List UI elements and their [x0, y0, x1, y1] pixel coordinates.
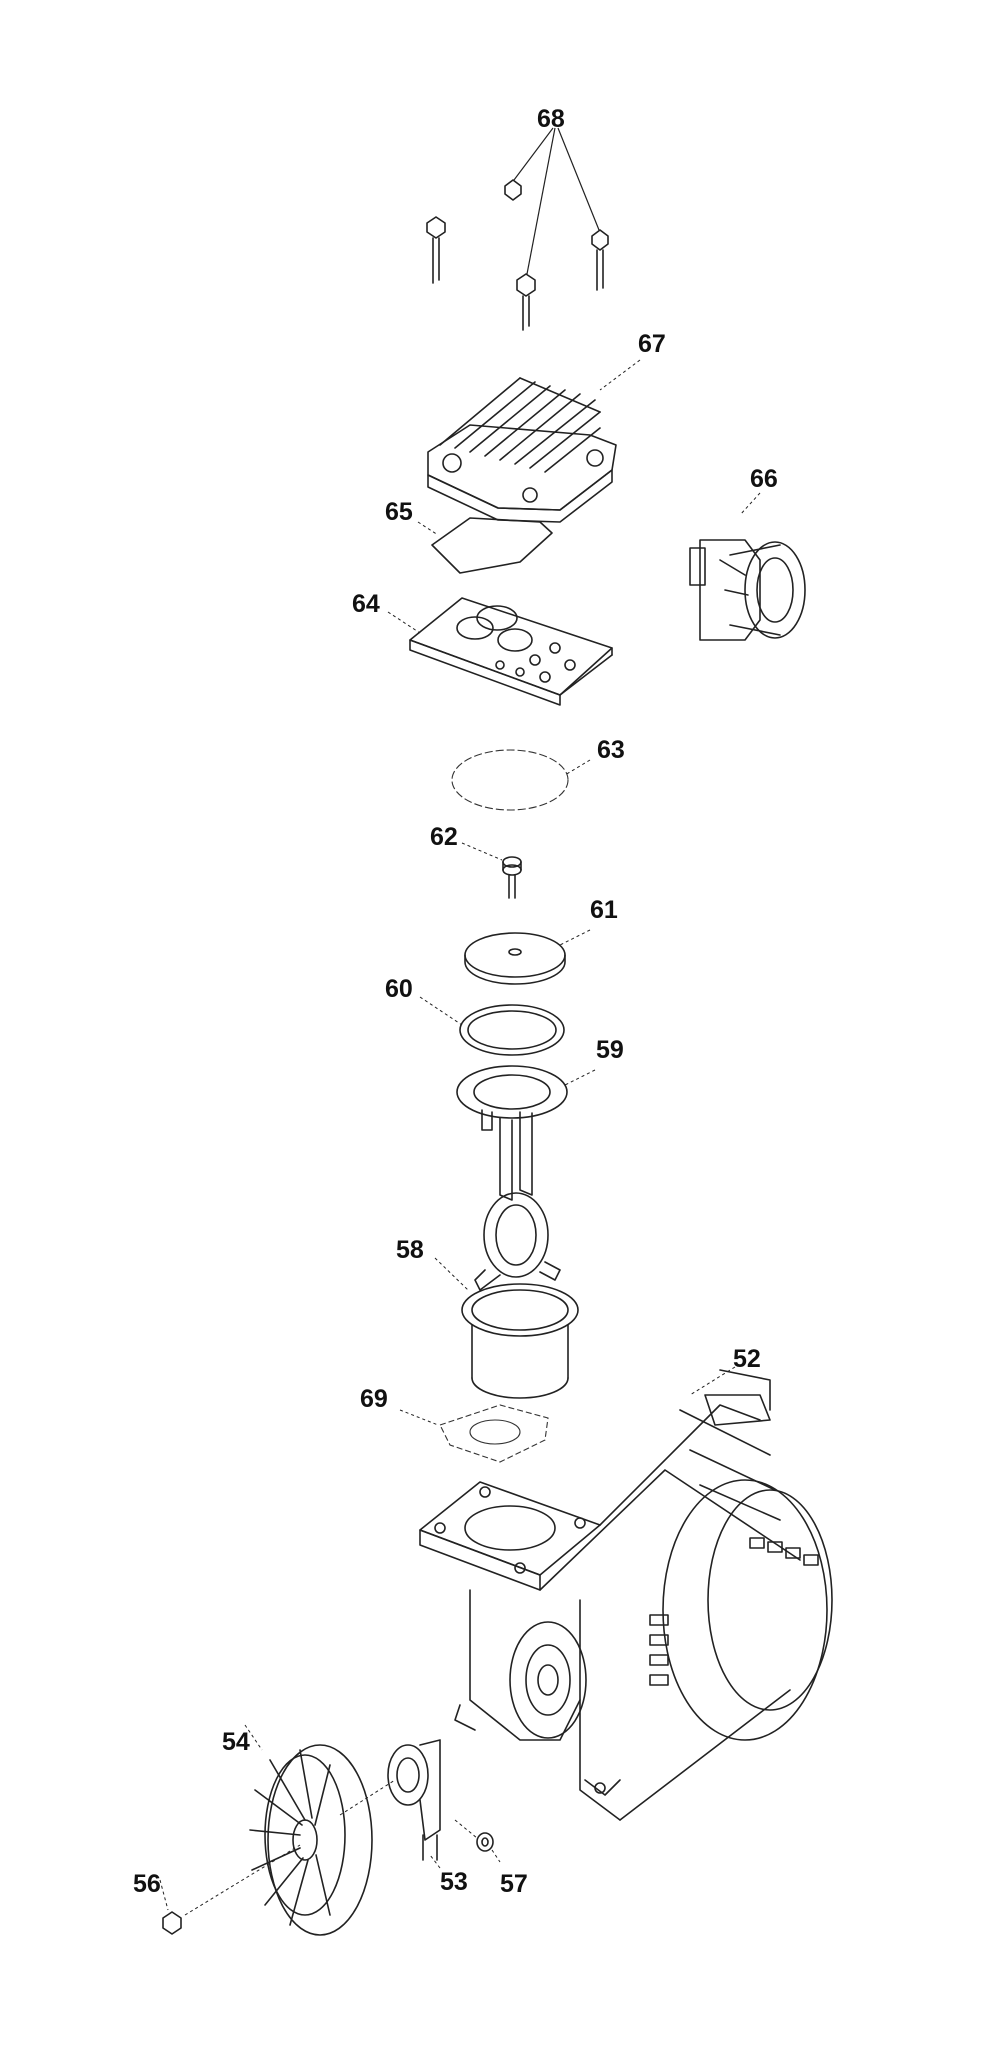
callout-62: 62 — [430, 823, 458, 851]
part-60-piston-seal — [459, 1004, 565, 1056]
callout-67: 67 — [638, 330, 666, 358]
callout-60: 60 — [385, 975, 413, 1003]
part-56-fan-screw — [162, 1911, 182, 1935]
callout-53: 53 — [440, 1868, 468, 1896]
callout-57: 57 — [500, 1870, 528, 1898]
callout-61: 61 — [590, 896, 618, 924]
callout-64: 64 — [352, 590, 380, 618]
part-67-cylinder-head — [427, 377, 617, 523]
callout-59: 59 — [596, 1036, 624, 1064]
callout-69: 69 — [360, 1385, 388, 1413]
callout-52: 52 — [733, 1345, 761, 1373]
callout-58: 58 — [396, 1236, 424, 1264]
part-65-head-gasket — [431, 517, 553, 574]
part-52-motor-crankcase — [419, 1369, 833, 1821]
part-64-valve-plate — [409, 597, 613, 706]
part-68-bolts — [426, 127, 609, 331]
part-61-retainer-plate — [464, 932, 566, 985]
callout-63: 63 — [597, 736, 625, 764]
callout-labels: 68 67 66 65 64 63 62 61 60 59 58 52 69 5… — [133, 105, 778, 1898]
part-62-screw — [502, 856, 522, 899]
part-59-connecting-rod — [456, 1065, 568, 1291]
callout-66: 66 — [750, 465, 778, 493]
part-54-cooling-fan — [249, 1744, 373, 1936]
callout-68: 68 — [537, 105, 565, 133]
part-58-cylinder-sleeve — [461, 1283, 579, 1399]
callout-65: 65 — [385, 498, 413, 526]
part-69-crankcase-gasket — [439, 1404, 549, 1463]
callout-56: 56 — [133, 1870, 161, 1898]
part-57-nut — [476, 1832, 494, 1852]
part-66-intake-filter — [689, 539, 806, 641]
callout-54: 54 — [222, 1728, 250, 1756]
part-53-bearing-bracket — [387, 1739, 441, 1861]
part-63-o-ring — [451, 749, 569, 811]
